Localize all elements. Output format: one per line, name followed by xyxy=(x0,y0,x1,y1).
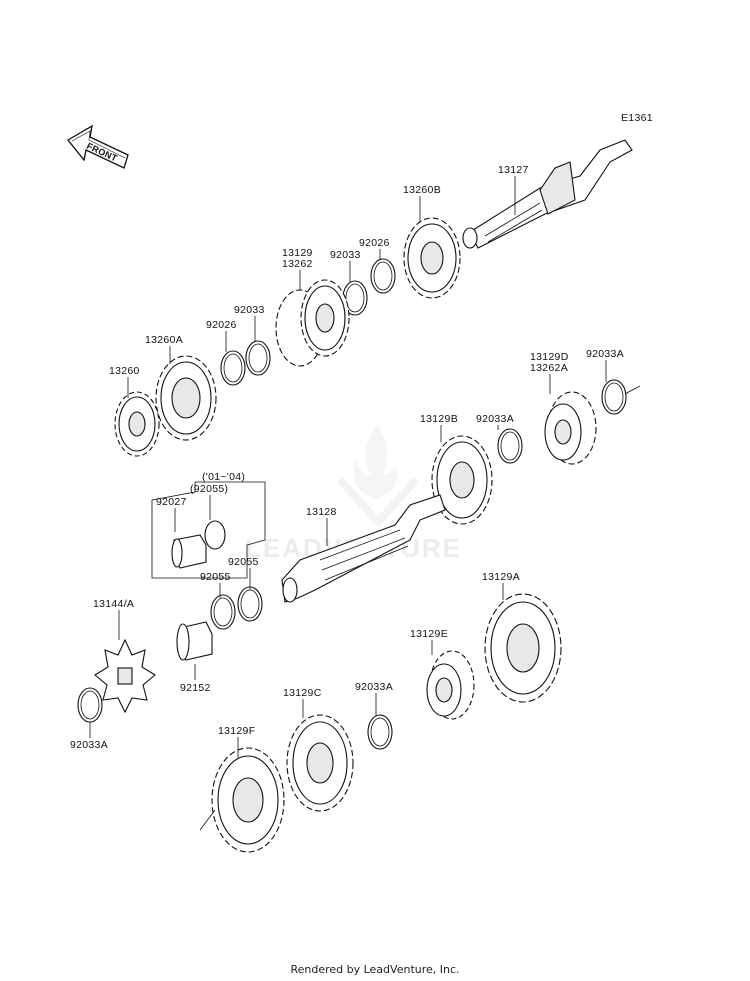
bushing-92152 xyxy=(176,621,213,661)
label-92033-mid: 92033 xyxy=(234,304,265,316)
label-92033A-left: 92033A xyxy=(70,739,108,751)
gear-13260A xyxy=(155,355,217,441)
watermark-logo xyxy=(337,425,419,528)
label-13260: 13260 xyxy=(109,365,140,377)
label-13144A: 13144/A xyxy=(93,598,134,610)
gear-13260 xyxy=(114,391,160,457)
gear-13129B xyxy=(431,435,493,525)
circlip-92026-top xyxy=(370,258,396,294)
label-13129E: 13129E xyxy=(410,628,448,640)
label-92055-b: 92055 xyxy=(228,556,259,568)
label-13129B: 13129B xyxy=(420,413,458,425)
leader-lines xyxy=(89,176,607,758)
label-13129D: 13129D xyxy=(530,351,569,363)
ring-92055-b xyxy=(237,586,263,622)
gear-13129-13262 xyxy=(275,279,350,367)
label-92152: 92152 xyxy=(180,682,211,694)
label-13128: 13128 xyxy=(306,506,337,518)
label-13260B: 13260B xyxy=(403,184,441,196)
washer-92033-mid xyxy=(245,340,271,376)
label-13260A: 13260A xyxy=(145,334,183,346)
ring-92055-a xyxy=(210,594,236,630)
label-range-note: ('01~'04) xyxy=(202,471,245,483)
inset-box-01-04 xyxy=(151,481,266,579)
label-13127: 13127 xyxy=(498,164,529,176)
gear-13129C xyxy=(286,714,354,812)
gear-13129F xyxy=(199,747,285,853)
label-13129C: 13129C xyxy=(283,687,322,699)
label-13129F: 13129F xyxy=(218,725,255,737)
label-92033A-mid: 92033A xyxy=(476,413,514,425)
gear-13129E xyxy=(426,650,475,720)
sprocket-13144A xyxy=(94,638,156,714)
label-92026-mid: 92026 xyxy=(206,319,237,331)
gear-13129A xyxy=(484,593,562,703)
label-92033-top: 92033 xyxy=(330,249,361,261)
label-92033A-low: 92033A xyxy=(355,681,393,693)
label-92027: 92027 xyxy=(156,496,187,508)
circlip-92026-mid xyxy=(220,350,246,386)
shaft-13127 xyxy=(462,139,633,249)
label-92026-top: 92026 xyxy=(359,237,390,249)
gear-13129D-13262A xyxy=(544,391,597,465)
gear-13260B xyxy=(403,217,461,299)
footer-credit: Rendered by LeadVenture, Inc. xyxy=(290,963,460,976)
label-13262A: 13262A xyxy=(530,362,568,374)
shaft-13128 xyxy=(281,494,446,603)
label-92055-a: 92055 xyxy=(200,571,231,583)
circlip-92033A-right xyxy=(601,379,627,415)
circlip-92033A-left xyxy=(77,687,103,723)
label-92055-paren: (92055) xyxy=(190,483,228,495)
label-92033A-right: 92033A xyxy=(586,348,624,360)
label-13129: 13129 xyxy=(282,247,313,259)
circlip-92033A-mid xyxy=(497,428,523,464)
label-13262: 13262 xyxy=(282,258,313,270)
diagram-code: E1361 xyxy=(621,112,653,124)
circlip-92033A-low xyxy=(367,714,393,750)
label-13129A: 13129A xyxy=(482,571,520,583)
front-arrow-icon xyxy=(67,124,129,169)
